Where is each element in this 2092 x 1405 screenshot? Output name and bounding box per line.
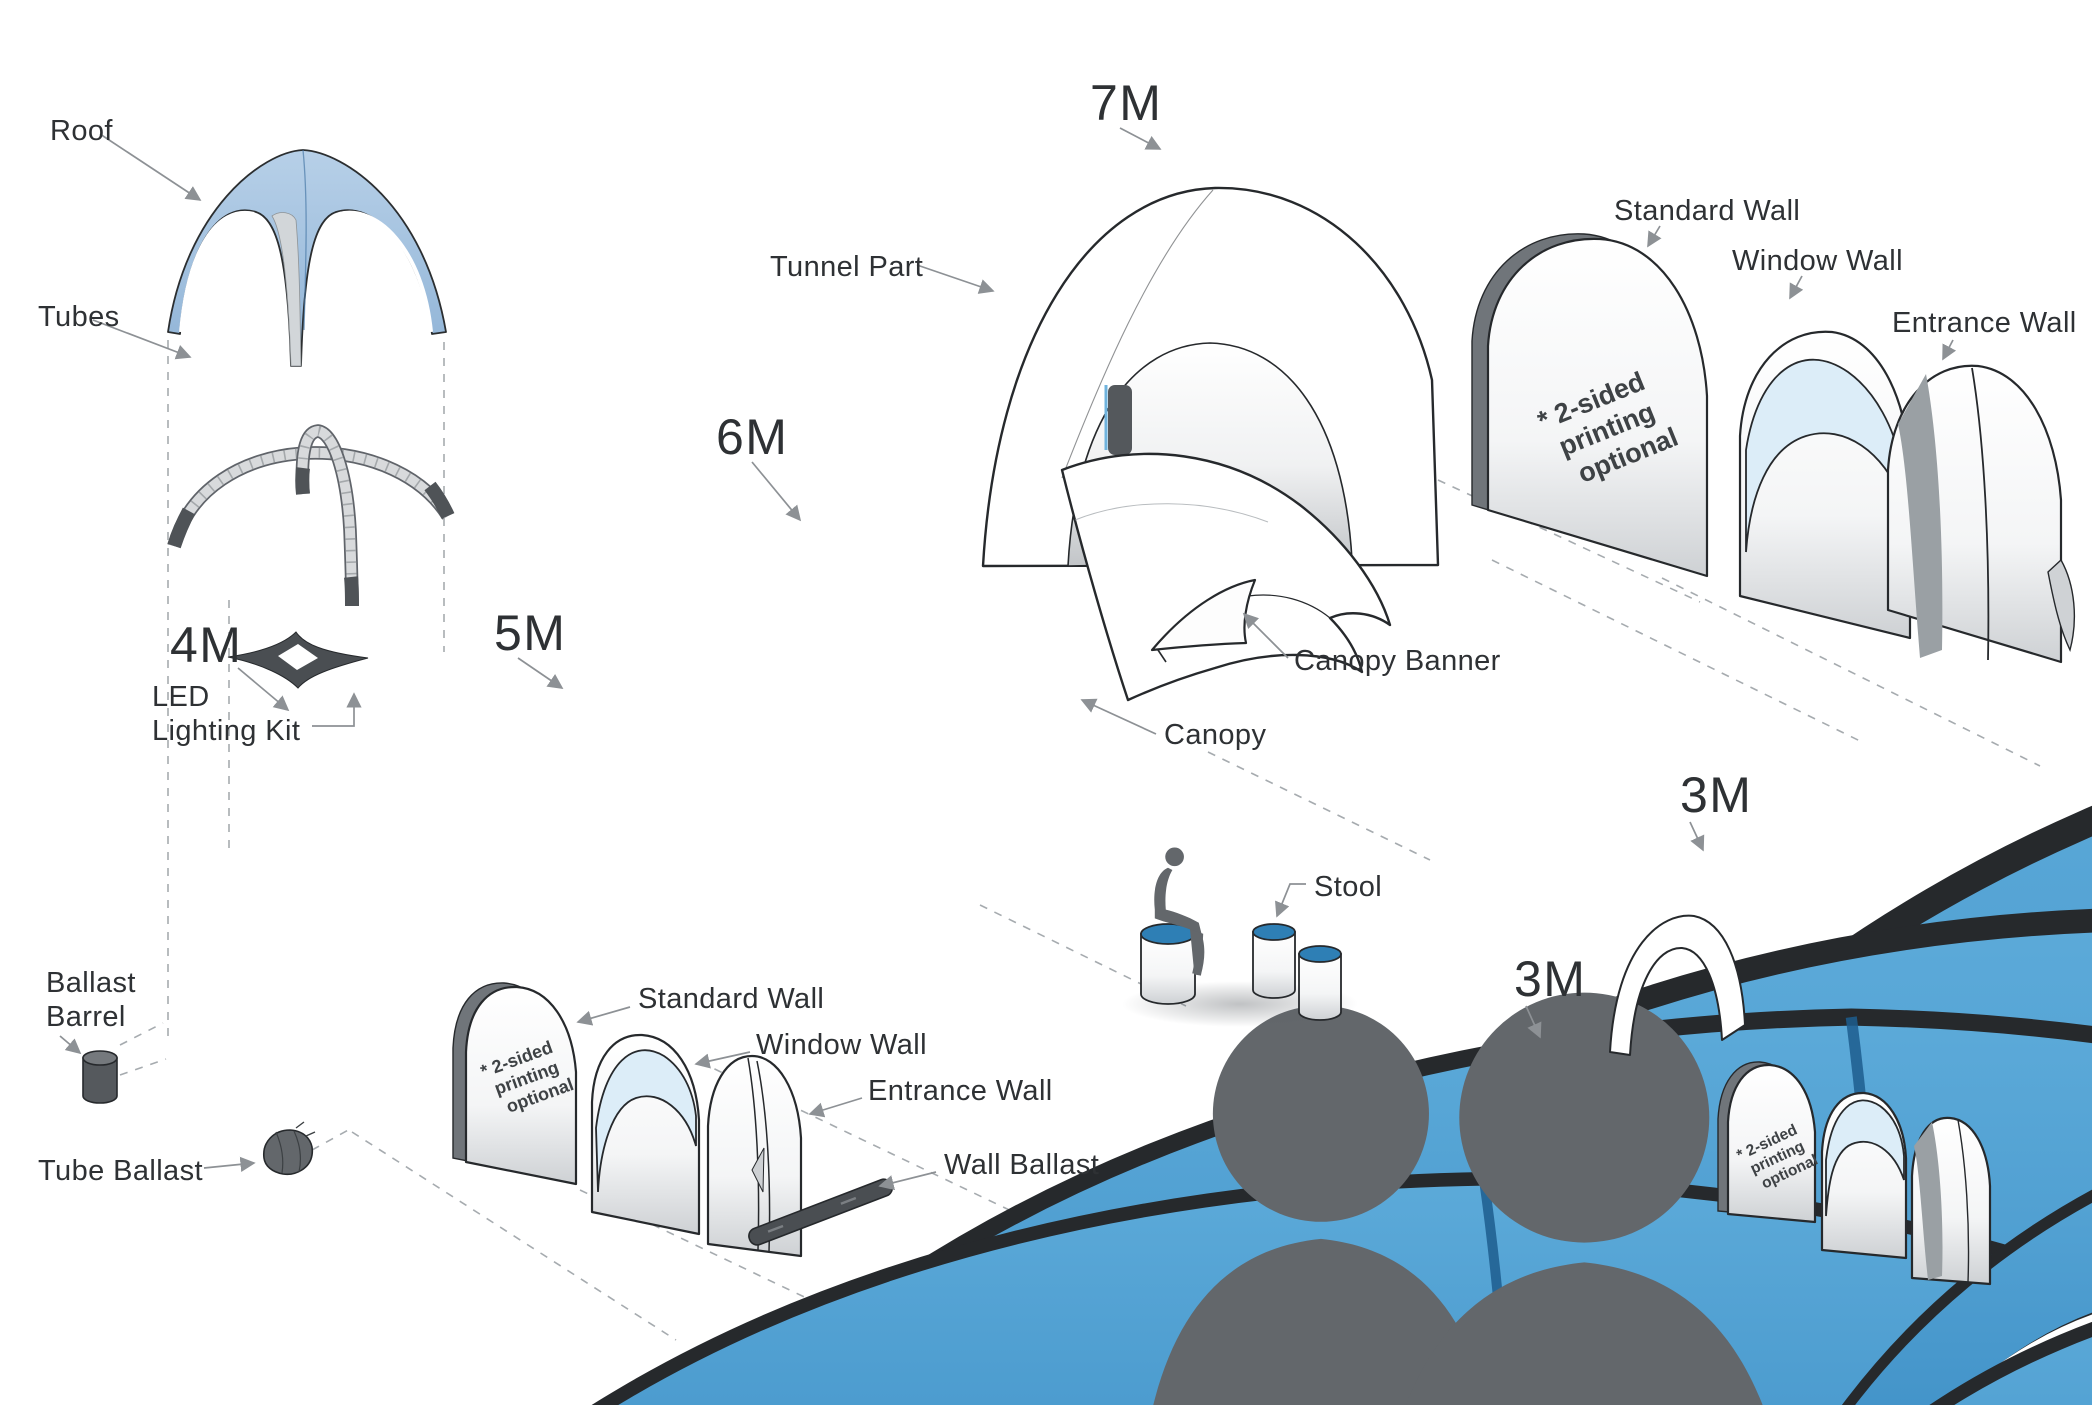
tunnel-part-3m (1609, 914, 1746, 1056)
tube-ballast-arrow (203, 1156, 256, 1172)
ballast-barrel (82, 1050, 118, 1104)
size-3m-front-arrow (1525, 1005, 1542, 1039)
ballast-barrel-arrow (59, 1035, 82, 1055)
window-wall-4m-label: Window Wall (756, 1029, 927, 1061)
size-6m-arrow (751, 461, 802, 522)
size-4m-arrow (237, 667, 290, 712)
entrance-wall-4m-label: Entrance Wall (868, 1075, 1053, 1107)
stool-arrow (1275, 883, 1306, 918)
standard-wall-7m: * 2-sided printing optional (1471, 233, 1709, 578)
exploded-tubes-frame (167, 424, 455, 607)
window-wall-4m-arrow (694, 1051, 751, 1069)
wall-ballast-bar (748, 1178, 894, 1246)
standard-wall-4m-label: Standard Wall (638, 983, 824, 1015)
size-7m-arrow (1119, 127, 1162, 150)
standard-wall-3m: * 2-sided printing optional (1717, 1061, 1821, 1224)
led-lighting-kit (227, 631, 369, 689)
window-wall-3m (1820, 1091, 1908, 1260)
size-4m-label: 4M (170, 617, 242, 673)
standard-wall-7m-label: Standard Wall (1614, 195, 1800, 227)
wall-ballast-label: Wall Ballast (944, 1149, 1099, 1181)
tube-ballast-label: Tube Ballast (38, 1155, 203, 1187)
led-arrow (312, 692, 362, 727)
wall-ballast-arrow (878, 1171, 937, 1191)
size-3m-back-label: 3M (1680, 767, 1752, 823)
labels: Roof Tubes LED Lighting Kit Ballast Barr… (38, 75, 2077, 1187)
led-label-line2: Lighting Kit (152, 715, 300, 747)
canopy-banner-label: Canopy Banner (1294, 645, 1501, 677)
tunnel-part-arrow (916, 264, 995, 294)
ballast-barrel-label-line2: Barrel (46, 1001, 126, 1033)
canopy-banner-arrow (1242, 612, 1289, 659)
size-7m-label: 7M (1090, 75, 1162, 131)
entrance-wall-7m-arrow (1942, 339, 1957, 361)
entrance-wall-4m-arrow (808, 1097, 863, 1118)
standard-wall-4m-arrow (576, 1006, 631, 1026)
standard-wall-7m-arrow (1647, 225, 1662, 248)
size-5m-arrow (517, 657, 564, 689)
window-wall-7m-label: Window Wall (1732, 245, 1903, 277)
exploded-roof (167, 149, 447, 367)
stool-2 (1298, 945, 1342, 1021)
stool-1 (1252, 923, 1296, 999)
stool-label: Stool (1314, 871, 1382, 903)
entrance-wall-3m (1910, 1116, 1992, 1286)
standard-wall-4m: * 2-sided printing optional (452, 982, 578, 1186)
entrance-wall-7m (1886, 364, 2076, 664)
tubes-arrow (92, 319, 192, 360)
window-wall-7m-arrow (1789, 275, 1804, 300)
tube-ballast-bag (263, 1121, 316, 1176)
sitting-person (1154, 847, 1205, 976)
canopy-6m (1060, 452, 1392, 702)
stool-group (1122, 847, 1358, 1027)
canopy-arrow (1080, 698, 1157, 735)
size-3m-front-label: 3M (1514, 951, 1586, 1007)
canopy-label: Canopy (1164, 719, 1266, 751)
stool-occupied (1140, 923, 1196, 1005)
ballast-barrel-label-line1: Ballast (46, 967, 136, 999)
roof-label: Roof (50, 115, 113, 147)
entrance-wall-7m-label: Entrance Wall (1892, 307, 2077, 339)
window-wall-4m (590, 1033, 701, 1236)
canopy-banner-6m (1150, 578, 1257, 663)
window-wall-7m (1738, 330, 1912, 640)
leader-arrows (59, 127, 1957, 1191)
tunnel-part-label: Tunnel Part (770, 251, 923, 283)
entrance-wall-4m (706, 1054, 803, 1258)
led-label-line1: LED (152, 681, 210, 713)
roof-arrow (99, 133, 202, 201)
size-5m-label: 5M (494, 605, 566, 661)
size-3m-back-arrow (1689, 821, 1705, 852)
size-6m-label: 6M (716, 409, 788, 465)
tubes-label: Tubes (38, 301, 120, 333)
